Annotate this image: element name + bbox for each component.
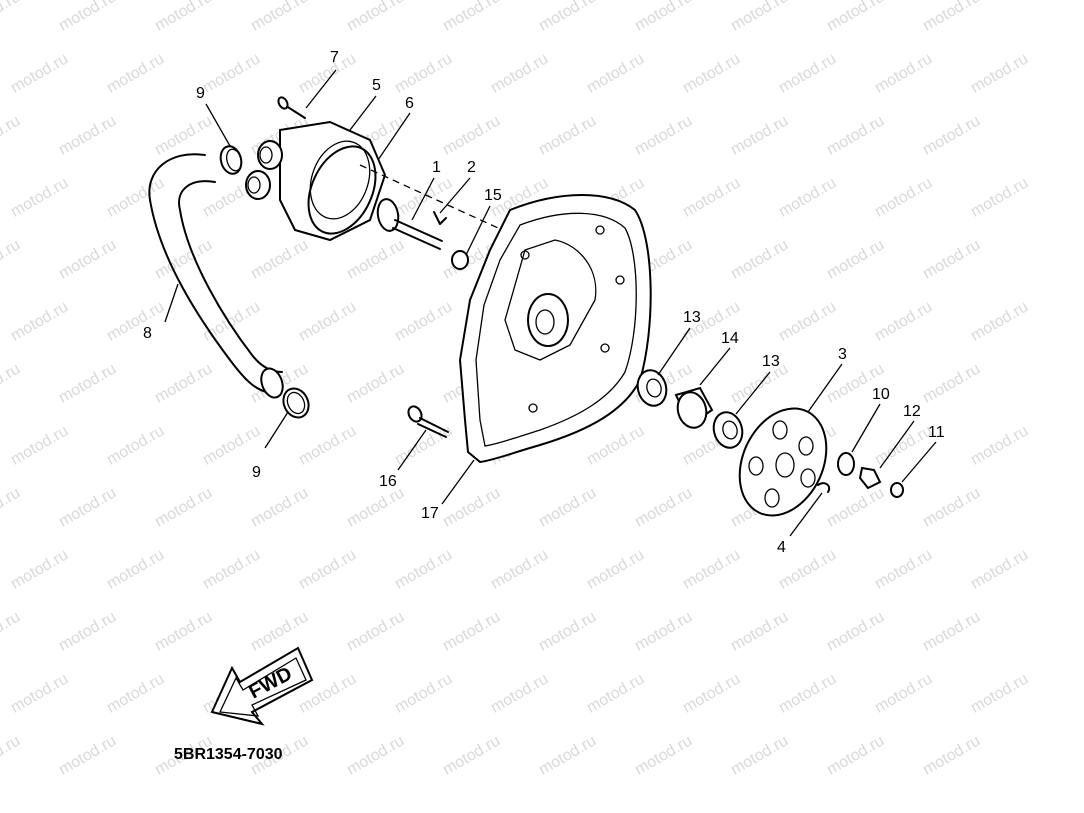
o-ring [307,145,377,235]
leader-lines [164,69,937,537]
crankcase-cover [458,194,652,464]
alignment-line [359,164,521,239]
circlip [433,211,447,225]
pump-drive-gear [738,407,828,517]
collar [674,386,714,429]
pin [817,482,831,493]
pump-housing [245,120,387,242]
callout-14: 14 [721,330,739,347]
callout-6: 6 [405,95,414,112]
callout-5: 5 [372,77,381,94]
callout-1: 1 [432,159,441,176]
small-nut [890,482,904,498]
hose-clamp-lower [282,387,310,419]
nut [858,466,882,490]
fwd-arrow-icon [210,646,314,726]
callout-2: 2 [467,159,476,176]
diagram-code: 5BR1354-7030 [174,746,283,763]
callout-9a: 9 [196,85,205,102]
callout-12: 12 [903,403,921,420]
washer [837,452,855,476]
callout-16: 16 [379,473,397,490]
bearing-upper [636,369,668,407]
callout-15: 15 [484,187,502,204]
bolt-top [277,96,306,119]
callout-3: 3 [838,346,847,363]
callout-8: 8 [143,325,152,342]
bolt-cover [407,405,449,438]
impeller-shaft [376,198,443,250]
bearing-lower [712,411,744,449]
callout-4: 4 [777,539,786,556]
callout-9b: 9 [252,464,261,481]
oil-seal [451,250,469,270]
callout-10: 10 [872,386,890,403]
callout-13a: 13 [683,309,701,326]
callout-7: 7 [330,49,339,66]
callout-17: 17 [421,505,439,522]
hose-part [148,153,284,399]
callout-13b: 13 [762,353,780,370]
callout-11: 11 [928,424,945,441]
hose-clamp-upper [219,145,243,175]
